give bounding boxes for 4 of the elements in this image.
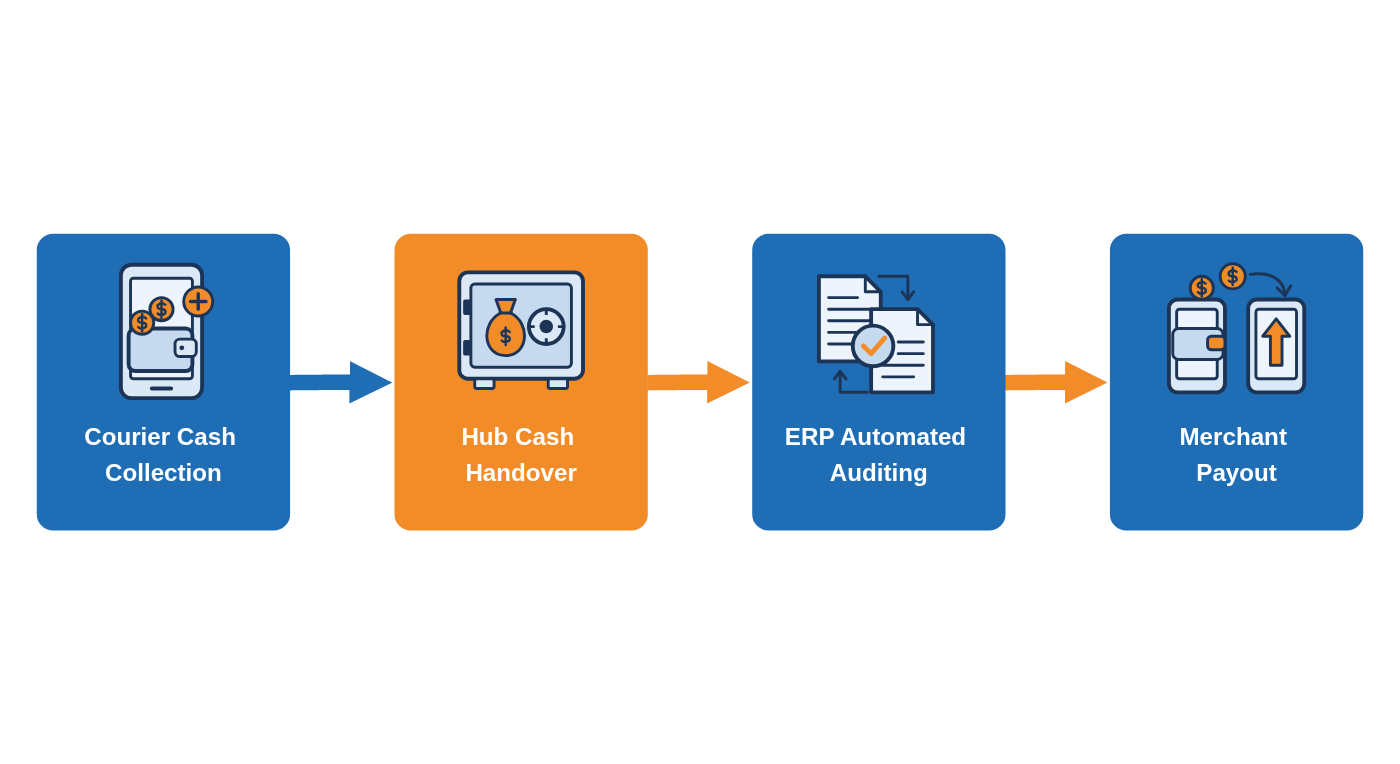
- node-box: Hub Cash Handover: [394, 233, 648, 531]
- node-box: ERP Automated Auditing: [752, 233, 1006, 531]
- node-box: Courier Cash Collection: [36, 233, 291, 531]
- node-box: Merchant Payout: [1109, 233, 1364, 531]
